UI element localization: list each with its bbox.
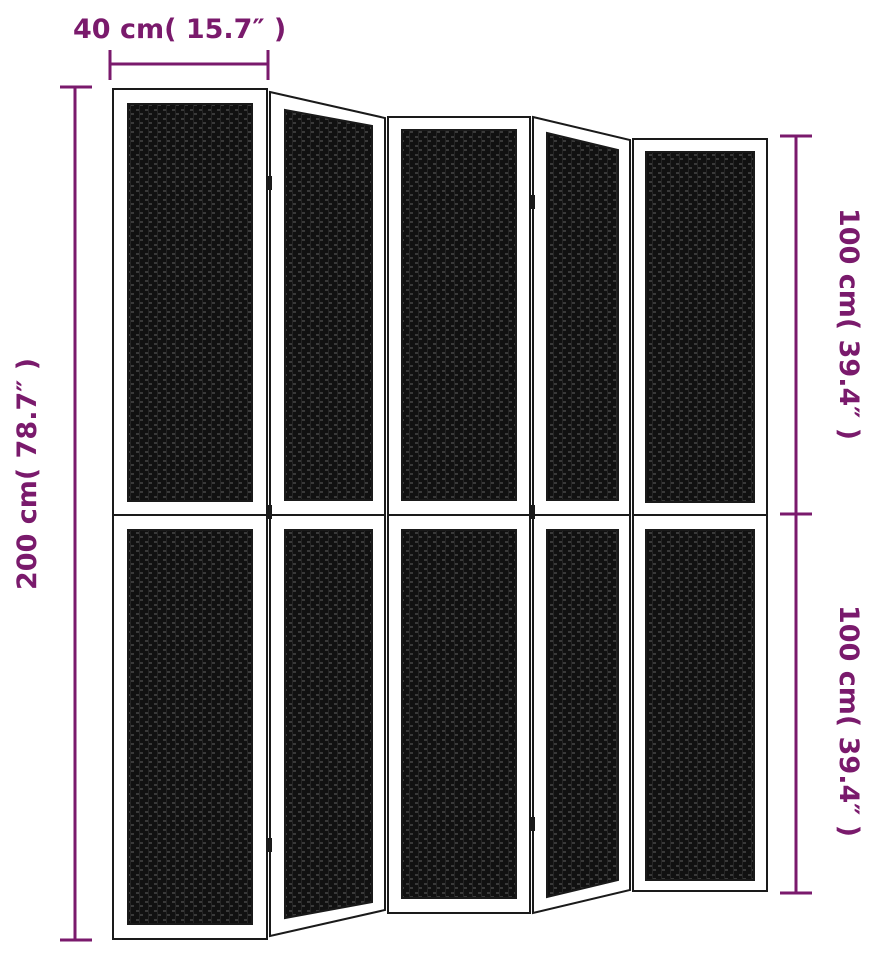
hinge-icon — [267, 838, 272, 852]
panel-1-lower-section — [127, 529, 253, 925]
hinge-icon — [530, 195, 535, 209]
total-height-dimension — [60, 85, 92, 942]
hinge-icon — [267, 505, 272, 519]
width-label: 40 cm( 15.7″ ) — [73, 14, 286, 45]
hinge-icon — [530, 817, 535, 831]
panel-3 — [387, 116, 531, 914]
panel-2-upper-section — [284, 108, 373, 501]
hinge-icon — [530, 505, 535, 519]
panel-5 — [632, 138, 768, 892]
panel-1 — [112, 88, 268, 940]
panel-1-upper-section — [127, 103, 253, 502]
lower-height-label: 100 cm( 39.4″ ) — [833, 605, 864, 837]
hinge-icon — [267, 176, 272, 190]
total-height-label: 200 cm( 78.7″ ) — [12, 358, 43, 590]
panel-3-lower-section — [401, 529, 517, 899]
upper-height-label: 100 cm( 39.4″ ) — [833, 208, 864, 440]
panel-2 — [269, 90, 386, 938]
panel-2-lower-section — [284, 529, 373, 920]
panel-4-upper-section — [546, 131, 619, 501]
divider-panels — [112, 88, 768, 940]
hinges — [267, 176, 535, 852]
panel-3-upper-section — [401, 129, 517, 501]
panel-4 — [532, 115, 631, 915]
panel-5-upper-section — [645, 151, 755, 503]
lower-height-dimension — [780, 514, 812, 895]
upper-height-dimension — [780, 134, 812, 516]
panel-5-lower-section — [645, 529, 755, 881]
panel-4-lower-section — [546, 529, 619, 899]
width-dimension — [108, 50, 270, 80]
